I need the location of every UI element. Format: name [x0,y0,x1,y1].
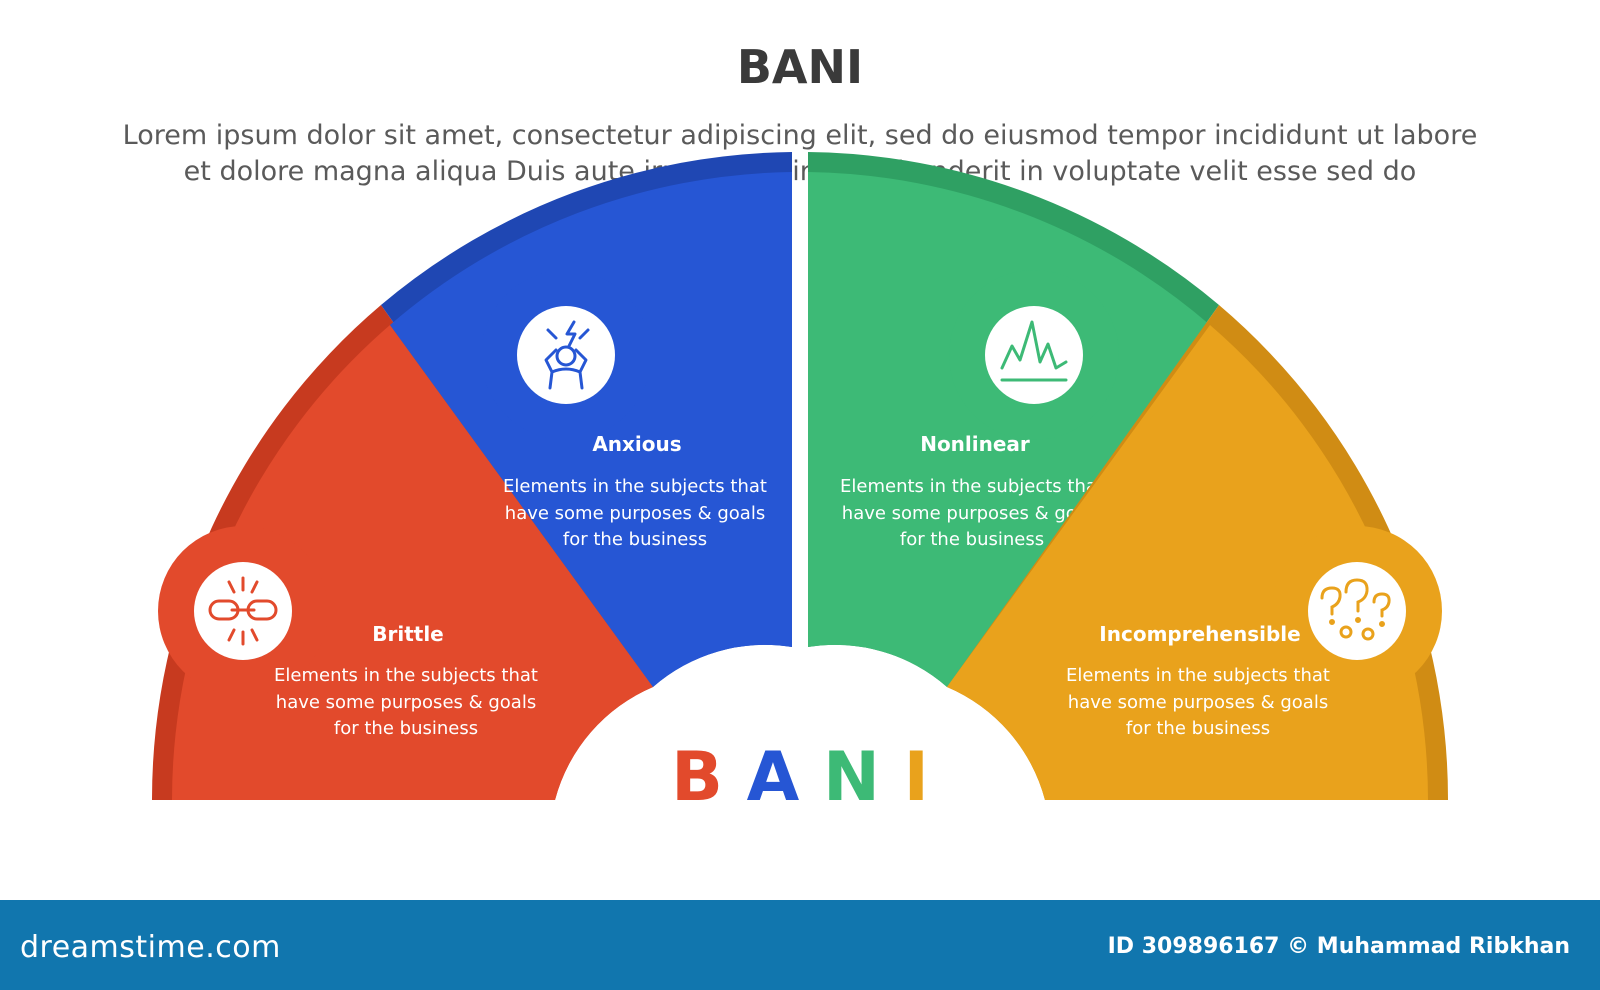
segment-anxious-desc-3: for the business [563,529,707,550]
stressed-person-icon [544,320,590,390]
center-letter-b: B [671,738,723,817]
segment-brittle-title: Brittle [372,622,444,646]
segment-incomprehensible-desc-3: for the business [1126,718,1270,739]
segment-nonlinear-desc-1: Elements in the subjects that [840,476,1104,497]
segment-brittle-desc-1: Elements in the subjects that [274,665,538,686]
page-subtitle: Lorem ipsum dolor sit amet, consectetur … [60,118,1540,190]
segment-incomprehensible: Incomprehensible Elements in the subject… [947,305,1449,800]
segment-brittle-desc-2: have some purposes & goals [276,692,536,713]
center-letter-a: A [747,738,800,817]
segment-incomprehensible-desc-1: Elements in the subjects that [1066,665,1330,686]
segment-anxious: Anxious Elements in the subjects that ha… [381,152,792,687]
footer-logo[interactable]: dreamstime.com [20,930,281,965]
subtitle-line-2: et dolore magna aliqua Duis aute irure d… [183,156,1417,187]
segment-brittle: Brittle Elements in the subjects that ha… [151,305,653,800]
page-title: BANI [736,40,864,94]
segment-anxious-desc-1: Elements in the subjects that [503,476,767,497]
nonlinear-graph-icon [1000,320,1068,382]
subtitle-line-1: Lorem ipsum dolor sit amet, consectetur … [122,120,1478,151]
center-letter-i: I [904,738,929,817]
segment-nonlinear: Nonlinear Elements in the subjects that … [808,152,1219,687]
segment-anxious-title: Anxious [592,432,681,456]
broken-chain-icon [208,576,278,646]
segment-nonlinear-desc-3: for the business [900,529,1044,550]
center-bani-label: B A N I [671,738,929,817]
center-letter-n: N [823,738,880,817]
question-marks-icon [1320,578,1391,641]
segment-brittle-face [172,325,653,800]
segment-nonlinear-icon-circle [985,306,1083,404]
segment-nonlinear-desc-2: have some purposes & goals [842,503,1102,524]
bani-semicircle-diagram: Brittle Elements in the subjects that ha… [151,152,1449,817]
segment-incomprehensible-face [947,325,1428,800]
segment-anxious-desc-2: have some purposes & goals [505,503,765,524]
segment-nonlinear-title: Nonlinear [920,432,1030,456]
footer-bar: dreamstime.com ID 309896167 © Muhammad R… [0,900,1600,990]
footer-credit: ID 309896167 © Muhammad Ribkhan [1107,934,1570,959]
segment-incomprehensible-desc-2: have some purposes & goals [1068,692,1328,713]
segment-incomprehensible-title: Incomprehensible [1099,622,1300,646]
segment-brittle-desc-3: for the business [334,718,478,739]
segment-anxious-icon-circle [517,306,615,404]
